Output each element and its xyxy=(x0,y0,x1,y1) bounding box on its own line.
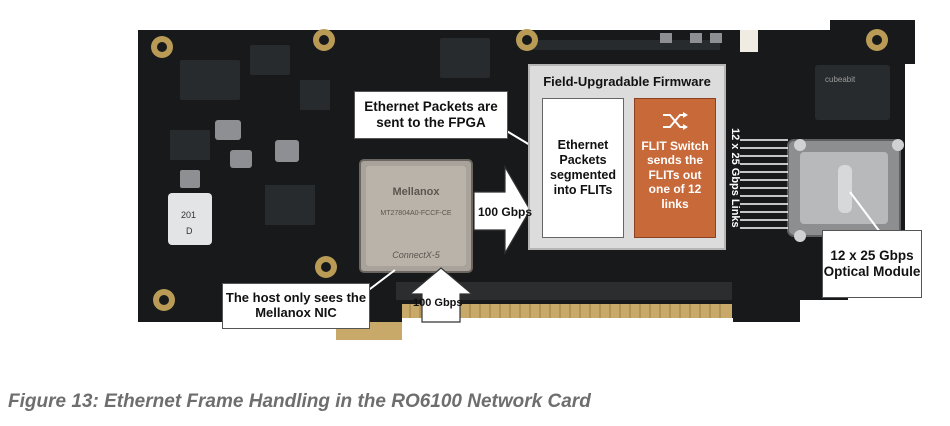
callout-fpga: Ethernet Packets are sent to the FPGA xyxy=(354,91,508,139)
pointer-optical xyxy=(849,191,881,233)
shuffle-arrows-icon xyxy=(663,112,688,130)
module-label: 201 xyxy=(181,210,196,220)
board-label: cubeabit xyxy=(825,75,856,84)
firmware-box: Field-Upgradable Firmware Ethernet Packe… xyxy=(528,64,726,250)
module-sub: D xyxy=(186,226,193,236)
figure-caption: Figure 13: Ethernet Frame Handling in th… xyxy=(8,391,591,412)
network-card-photo: 201 D cubeabit Mellanox MT27 xyxy=(138,20,915,340)
label-100gbps-up: 100 Gbps xyxy=(413,297,463,309)
flit-switch-box: FLIT Switch sends the FLITs out one of 1… xyxy=(634,98,716,238)
firmware-title: Field-Upgradable Firmware xyxy=(543,74,711,89)
callout-host: The host only sees the Mellanox NIC xyxy=(222,283,370,329)
pointer-host xyxy=(365,269,396,293)
chip-model: ConnectX-5 xyxy=(392,250,441,260)
segment-box: Ethernet Packets segmented into FLITs xyxy=(542,98,624,238)
power-module xyxy=(168,193,212,245)
chip-brand: Mellanox xyxy=(392,186,440,198)
flit-switch-text: FLIT Switch sends the FLITs out one of 1… xyxy=(641,139,709,211)
label-12x25-links: 12 x 25 Gbps Links xyxy=(729,128,741,228)
callout-optical: 12 x 25 Gbps Optical Module xyxy=(822,230,922,298)
arrow-100gbps-right xyxy=(473,164,531,256)
arrow-100gbps-up xyxy=(408,267,474,323)
label-100gbps-right: 100 Gbps xyxy=(478,205,533,219)
chip-part: MT27804A0-FCCF-CE xyxy=(380,210,452,217)
